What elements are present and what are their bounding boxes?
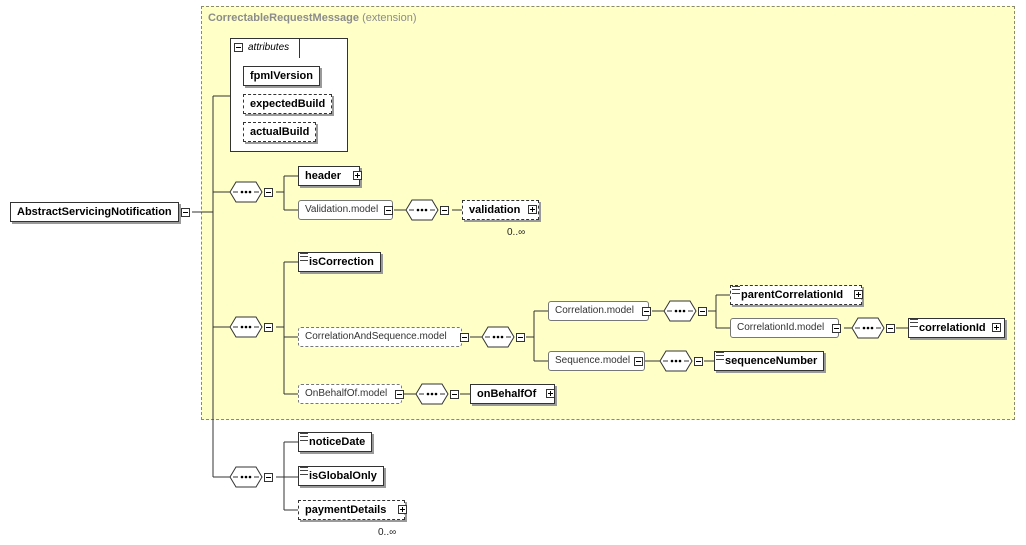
- attribute-fpmlversion[interactable]: fpmlVersion: [243, 66, 320, 86]
- element-validation[interactable]: validation: [462, 200, 540, 220]
- extension-title: CorrectableRequestMessage (extension): [208, 12, 417, 24]
- simple-type-icon: [716, 352, 724, 360]
- group-onbehalfof-model[interactable]: OnBehalfOf.model: [298, 384, 403, 404]
- expand-correlationid-icon[interactable]: [992, 323, 1001, 332]
- element-header[interactable]: header: [298, 166, 361, 186]
- collapse-sequence-icon[interactable]: [886, 324, 895, 333]
- paymentdetails-cardinality: 0..∞: [378, 527, 397, 538]
- collapse-sequence-icon[interactable]: [516, 333, 525, 342]
- simple-type-icon: [300, 433, 308, 441]
- group-correlationid-model[interactable]: CorrelationId.model: [730, 318, 840, 338]
- element-sequencenumber[interactable]: sequenceNumber: [714, 351, 825, 371]
- attribute-actualbuild[interactable]: actualBuild: [243, 122, 317, 142]
- group-correlation-and-sequence-model[interactable]: CorrelationAndSequence.model: [298, 327, 462, 347]
- attributes-tab: [230, 38, 300, 58]
- element-correlationid[interactable]: correlationId: [908, 318, 1005, 338]
- element-paymentdetails[interactable]: paymentDetails: [298, 500, 406, 520]
- collapse-sequence-icon[interactable]: [694, 357, 703, 366]
- expand-paymentdetails-icon[interactable]: [398, 505, 407, 514]
- simple-type-icon: [300, 467, 308, 475]
- simple-type-icon: [300, 253, 308, 261]
- collapse-group-icon[interactable]: [634, 357, 643, 366]
- collapse-root-icon[interactable]: [181, 208, 190, 217]
- group-correlation-model[interactable]: Correlation.model: [548, 301, 649, 321]
- collapse-sequence-icon[interactable]: [450, 390, 459, 399]
- collapse-group-icon[interactable]: [395, 390, 404, 399]
- collapse-sequence-icon[interactable]: [264, 188, 273, 197]
- simple-type-icon: [732, 286, 740, 294]
- expand-validation-icon[interactable]: [528, 205, 537, 214]
- element-isglobalonly[interactable]: isGlobalOnly: [298, 466, 384, 486]
- element-parentcorrelationid[interactable]: parentCorrelationId: [730, 285, 863, 305]
- expand-onbehalfof-icon[interactable]: [546, 389, 555, 398]
- element-iscorrection[interactable]: isCorrection: [298, 252, 381, 272]
- collapse-sequence-icon[interactable]: [264, 473, 273, 482]
- collapse-group-icon[interactable]: [384, 206, 393, 215]
- collapse-sequence-icon[interactable]: [698, 307, 707, 316]
- collapse-sequence-icon[interactable]: [440, 206, 449, 215]
- group-sequence-model[interactable]: Sequence.model: [548, 351, 646, 371]
- collapse-group-icon[interactable]: [832, 324, 841, 333]
- attribute-expectedbuild[interactable]: expectedBuild: [243, 94, 333, 114]
- expand-parentcorrelationid-icon[interactable]: [854, 290, 863, 299]
- attributes-title: attributes: [248, 42, 290, 53]
- element-onbehalfof[interactable]: onBehalfOf: [470, 384, 556, 404]
- collapse-sequence-icon[interactable]: [264, 323, 273, 332]
- collapse-group-icon[interactable]: [460, 333, 469, 342]
- expand-header-icon[interactable]: [353, 171, 362, 180]
- collapse-attributes-icon[interactable]: [234, 43, 243, 52]
- element-noticedate[interactable]: noticeDate: [298, 432, 373, 452]
- root-element[interactable]: AbstractServicingNotification: [10, 202, 179, 222]
- simple-type-icon: [910, 319, 918, 327]
- validation-cardinality: 0..∞: [507, 227, 526, 238]
- collapse-group-icon[interactable]: [642, 307, 651, 316]
- group-validation-model[interactable]: Validation.model: [298, 200, 394, 220]
